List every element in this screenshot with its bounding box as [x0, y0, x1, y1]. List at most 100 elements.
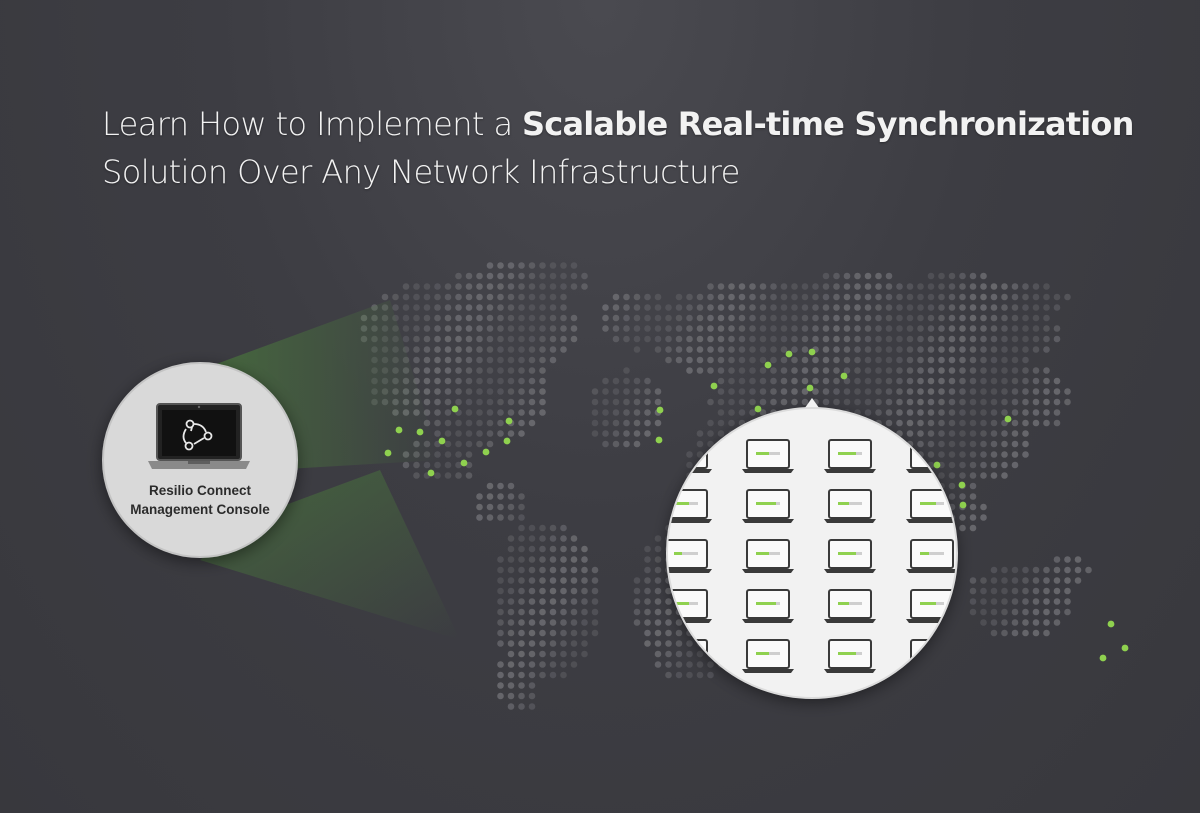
map-dot	[497, 608, 504, 616]
map-dot	[717, 335, 725, 343]
map-dot	[812, 356, 819, 364]
map-dot	[780, 367, 788, 374]
map-dot	[959, 272, 966, 280]
map-dot	[833, 272, 840, 280]
map-dot	[717, 304, 725, 311]
map-dot	[959, 346, 966, 353]
map-dot	[969, 430, 977, 437]
map-dot	[1032, 629, 1040, 637]
map-dot	[476, 314, 483, 322]
map-dot	[423, 377, 431, 385]
map-dot	[822, 293, 830, 301]
map-dot	[560, 640, 567, 647]
map-dot	[560, 293, 567, 301]
map-dot	[1011, 409, 1019, 416]
map-dot	[413, 314, 420, 322]
map-dot	[507, 346, 515, 353]
map-dot	[507, 325, 515, 332]
map-dot	[990, 440, 998, 448]
map-dot	[633, 440, 641, 448]
map-dot	[1032, 377, 1040, 385]
map-dot	[518, 272, 525, 280]
map-dot	[507, 377, 515, 385]
map-dot	[486, 430, 494, 437]
map-dot	[465, 409, 473, 416]
map-dot	[644, 388, 651, 395]
map-dot	[896, 346, 903, 353]
beam-lower	[200, 470, 460, 640]
map-dot	[444, 325, 452, 332]
map-dot	[591, 608, 599, 616]
map-dot	[770, 304, 777, 311]
map-dot	[507, 482, 515, 490]
map-dot	[623, 377, 630, 385]
map-dot	[455, 398, 462, 406]
map-dot	[591, 430, 599, 437]
map-dot	[696, 346, 704, 353]
map-dot	[791, 325, 798, 332]
map-dot	[1032, 293, 1040, 301]
map-dot	[1032, 419, 1040, 427]
map-dot	[507, 388, 515, 395]
map-dot	[560, 304, 567, 311]
map-dot	[864, 304, 872, 311]
map-dot	[980, 514, 987, 521]
map-dot	[675, 650, 683, 658]
map-dot	[539, 577, 546, 584]
map-dot	[938, 325, 945, 332]
map-dot	[612, 430, 620, 437]
map-dot	[875, 304, 882, 311]
map-dot	[959, 325, 966, 332]
map-dot	[581, 587, 588, 595]
map-dot	[969, 377, 977, 385]
map-dot	[455, 430, 462, 437]
map-dot	[1022, 430, 1029, 437]
map-dot	[990, 598, 998, 605]
map-dot	[980, 325, 987, 332]
map-dot	[497, 619, 504, 626]
map-dot	[959, 304, 966, 311]
map-dot	[948, 325, 956, 332]
laptop-icon	[742, 639, 794, 673]
map-dot	[455, 356, 462, 364]
map-dot	[728, 356, 735, 364]
map-dot	[948, 304, 956, 311]
map-dot	[423, 314, 431, 322]
map-dot	[990, 430, 998, 437]
map-dot	[539, 314, 546, 322]
map-dot	[969, 482, 977, 490]
map-dot	[560, 262, 567, 269]
map-dot	[906, 293, 914, 301]
map-dot	[570, 335, 578, 343]
map-dot	[528, 640, 536, 647]
map-dot	[518, 283, 525, 290]
map-dot	[623, 367, 630, 374]
map-dot	[497, 430, 504, 437]
map-dot	[654, 640, 662, 647]
map-dot	[549, 304, 557, 311]
map-dot	[738, 346, 746, 353]
map-dot	[770, 388, 777, 395]
map-dot	[948, 356, 956, 364]
map-dot	[1032, 409, 1040, 416]
map-dot	[591, 577, 599, 584]
map-dot	[654, 650, 662, 658]
map-dot	[518, 367, 525, 374]
sync-node	[460, 459, 468, 467]
map-dot	[696, 293, 704, 301]
map-dot	[570, 619, 578, 626]
map-dot	[728, 409, 735, 416]
map-dot	[717, 356, 725, 364]
map-dot	[570, 661, 578, 668]
map-dot	[1053, 293, 1061, 301]
map-dot	[707, 283, 714, 290]
map-dot	[770, 325, 777, 332]
map-dot	[717, 398, 725, 406]
map-dot	[476, 493, 483, 500]
map-dot	[1011, 398, 1019, 406]
map-dot	[507, 598, 515, 605]
map-dot	[476, 293, 483, 301]
map-dot	[927, 272, 935, 280]
map-dot	[843, 272, 851, 280]
map-dot	[570, 272, 578, 280]
